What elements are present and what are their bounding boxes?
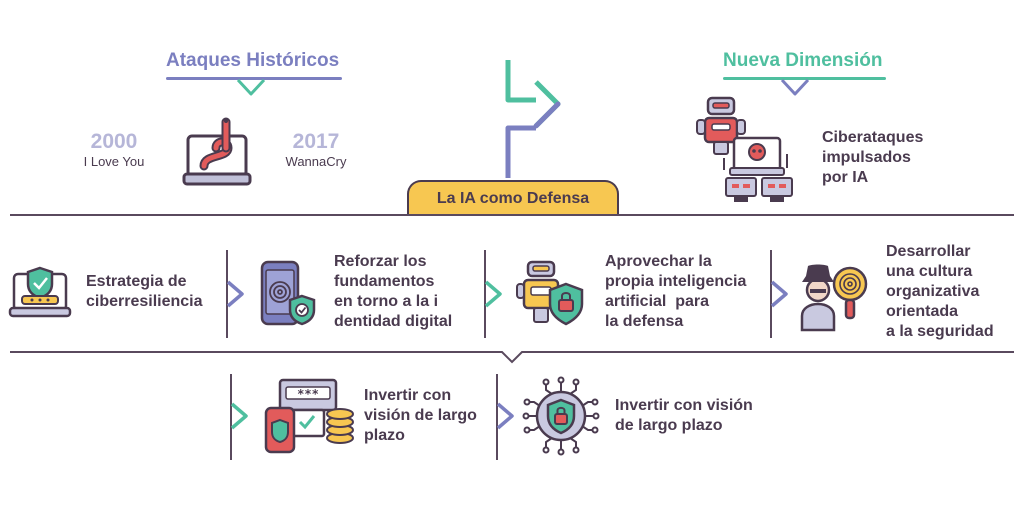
divider-middle <box>10 351 1014 364</box>
fingerprint-phone-icon <box>260 260 316 326</box>
text-line: en torno a la i <box>334 293 439 310</box>
investment-1-text: Invertir con visión de largo plazo <box>364 386 477 446</box>
strategy-2-text: Reforzar los fundamentos en torno a la i… <box>334 252 452 332</box>
text-line: Desarrollar <box>886 243 971 260</box>
column-divider <box>226 250 228 338</box>
event-year: 2017 <box>292 130 340 153</box>
column-divider <box>496 374 498 460</box>
strategy-1-text: Estrategia de ciberresiliencia <box>86 272 203 312</box>
text-line: fundamentos <box>334 273 435 290</box>
strategy-4-text: Desarrollar una cultura organizativa ori… <box>886 242 994 342</box>
history-event-2000: 2000 I Love You <box>78 130 150 169</box>
text-line: de largo plazo <box>615 417 723 434</box>
text-line: dentidad digital <box>334 313 453 330</box>
worm-laptop-icon <box>182 117 252 186</box>
turn-arrow-icon <box>505 60 561 178</box>
text-line: a la seguridad <box>886 323 994 340</box>
defense-tab: La IA como Defensa <box>407 180 619 216</box>
password-coins-icon: *** <box>264 378 354 454</box>
circuit-shield-icon <box>522 376 600 456</box>
text-line: Reforzar los <box>334 253 427 270</box>
text-line: organizativa <box>886 283 980 300</box>
new-dimension-title: Nueva Dimensión <box>723 50 883 71</box>
chevron-right-icon <box>226 280 244 308</box>
text-line: impulsados <box>822 149 911 166</box>
new-dimension-text: Ciberataques impulsados por IA <box>822 128 923 188</box>
text-line: ciberresiliencia <box>86 293 203 310</box>
text-line: Ciberataques <box>822 129 924 146</box>
history-title: Ataques Históricos <box>166 50 340 71</box>
event-year: 2000 <box>90 130 138 153</box>
text-line: una cultura <box>886 263 973 280</box>
text-line: Estrategia de <box>86 273 187 290</box>
history-title-underline <box>166 77 342 80</box>
strategy-3-text: Aprovechar la propia inteligencia artifi… <box>605 252 746 332</box>
robot-lock-icon <box>516 260 584 326</box>
column-divider <box>484 250 486 338</box>
divider-top <box>10 214 1014 216</box>
chevron-right-icon <box>770 280 788 308</box>
text-line: la defensa <box>605 313 684 330</box>
text-line: por IA <box>822 169 869 186</box>
event-label: WannaCry <box>285 154 347 169</box>
svg-text:***: *** <box>297 387 319 401</box>
chevron-right-icon <box>496 402 514 430</box>
text-line: Invertir con <box>364 387 452 404</box>
text-line: plazo <box>364 427 405 444</box>
investment-2-text: Invertir con visión de largo plazo <box>615 396 753 436</box>
detective-fingerprint-icon <box>800 264 868 332</box>
text-line: orientada <box>886 303 959 320</box>
new-dimension-chevron-icon <box>780 78 810 96</box>
event-label: I Love You <box>83 154 145 169</box>
chevron-right-icon <box>484 280 502 308</box>
text-line: Aprovechar la <box>605 253 712 270</box>
history-chevron-icon <box>236 78 266 96</box>
text-line: artificial para <box>605 293 710 310</box>
column-divider <box>230 374 232 460</box>
new-dimension-underline <box>723 77 886 80</box>
text-line: visión de largo <box>364 407 477 424</box>
chevron-right-icon <box>230 402 248 430</box>
shield-laptop-icon <box>8 266 72 318</box>
column-divider <box>770 250 772 338</box>
text-line: Invertir con visión <box>615 397 753 414</box>
ai-attack-icon <box>696 96 793 202</box>
text-line: propia inteligencia <box>605 273 747 290</box>
history-event-2017: 2017 WannaCry <box>280 130 352 169</box>
